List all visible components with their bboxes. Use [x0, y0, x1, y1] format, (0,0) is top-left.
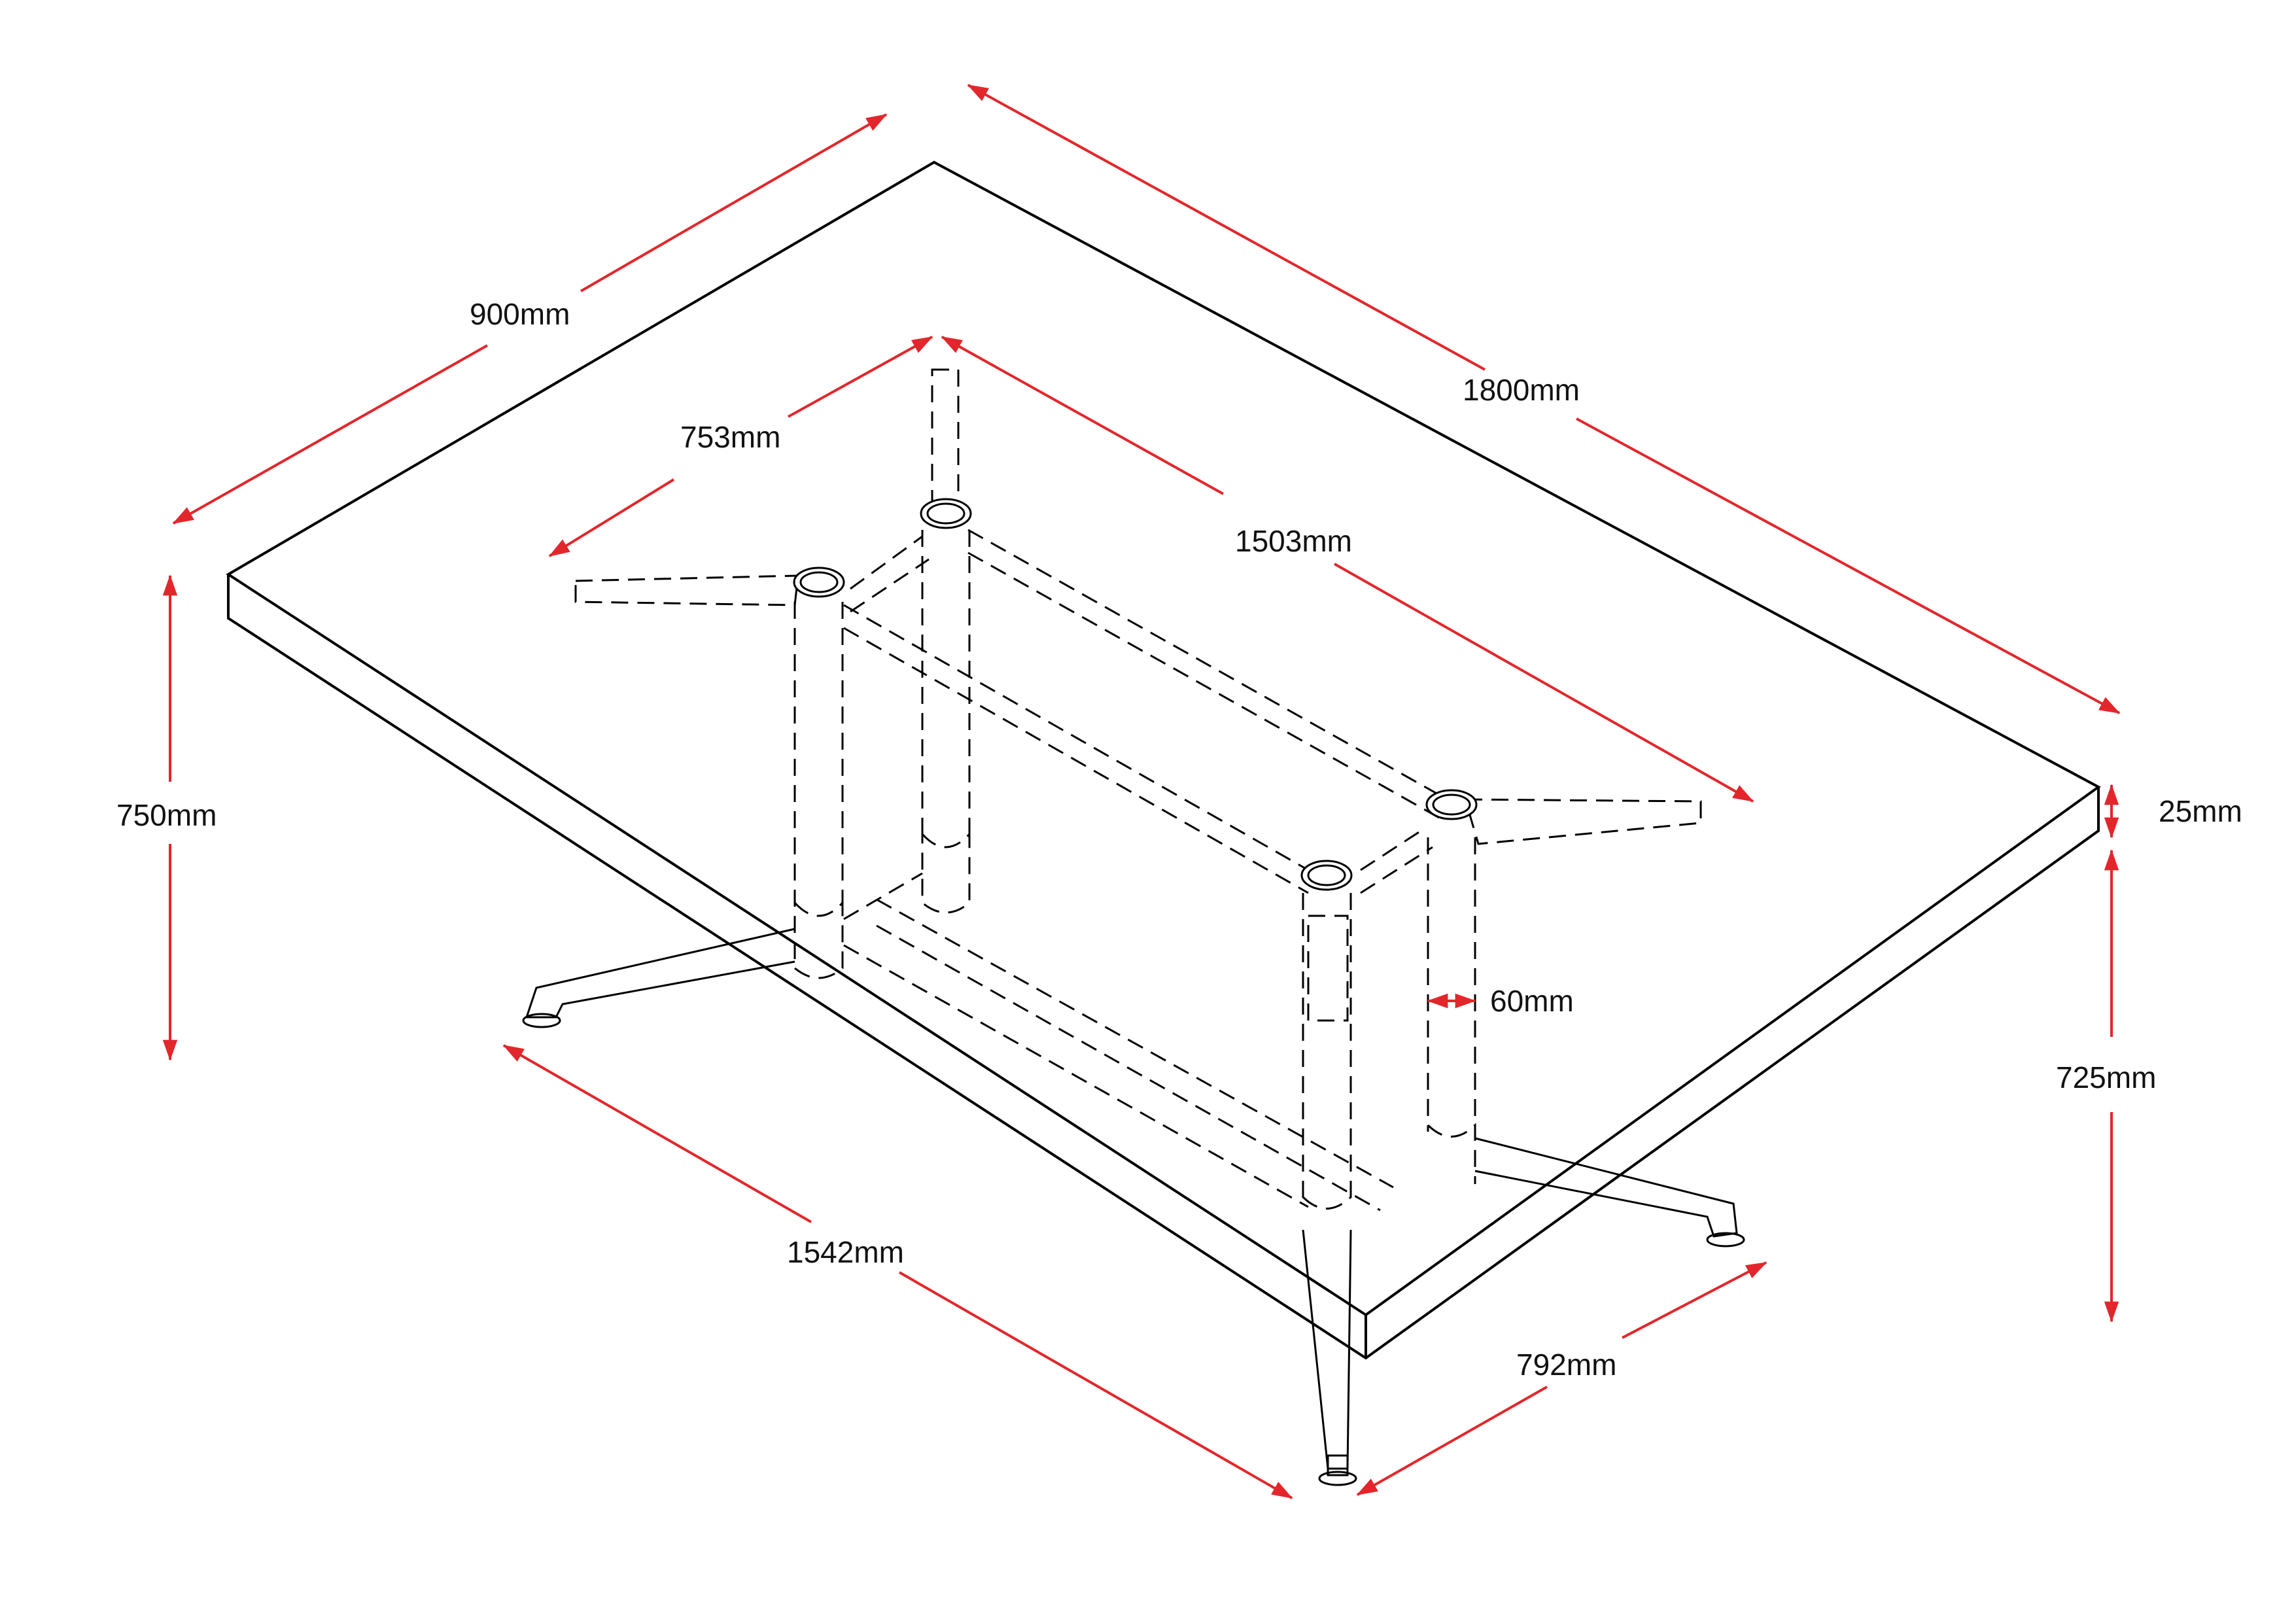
label-overall-height: 750mm: [116, 798, 217, 832]
table-top: [226, 160, 2101, 1360]
hidden-frame: [574, 368, 1702, 1212]
label-leg-height: 725mm: [2056, 1060, 2156, 1094]
dimension-lines: [162, 84, 2121, 1499]
label-frame-length: 1503mm: [1235, 524, 1352, 558]
label-top-thickness: 25mm: [2159, 794, 2242, 828]
label-base-depth: 792mm: [1516, 1348, 1616, 1382]
label-top-depth: 900mm: [470, 297, 570, 331]
label-top-length: 1800mm: [1463, 373, 1580, 407]
post-caps: [793, 498, 1478, 891]
visible-feet: [522, 928, 1745, 1486]
label-base-length: 1542mm: [787, 1235, 904, 1269]
label-frame-depth: 753mm: [680, 420, 780, 454]
label-tube-diameter: 60mm: [1490, 984, 1574, 1018]
